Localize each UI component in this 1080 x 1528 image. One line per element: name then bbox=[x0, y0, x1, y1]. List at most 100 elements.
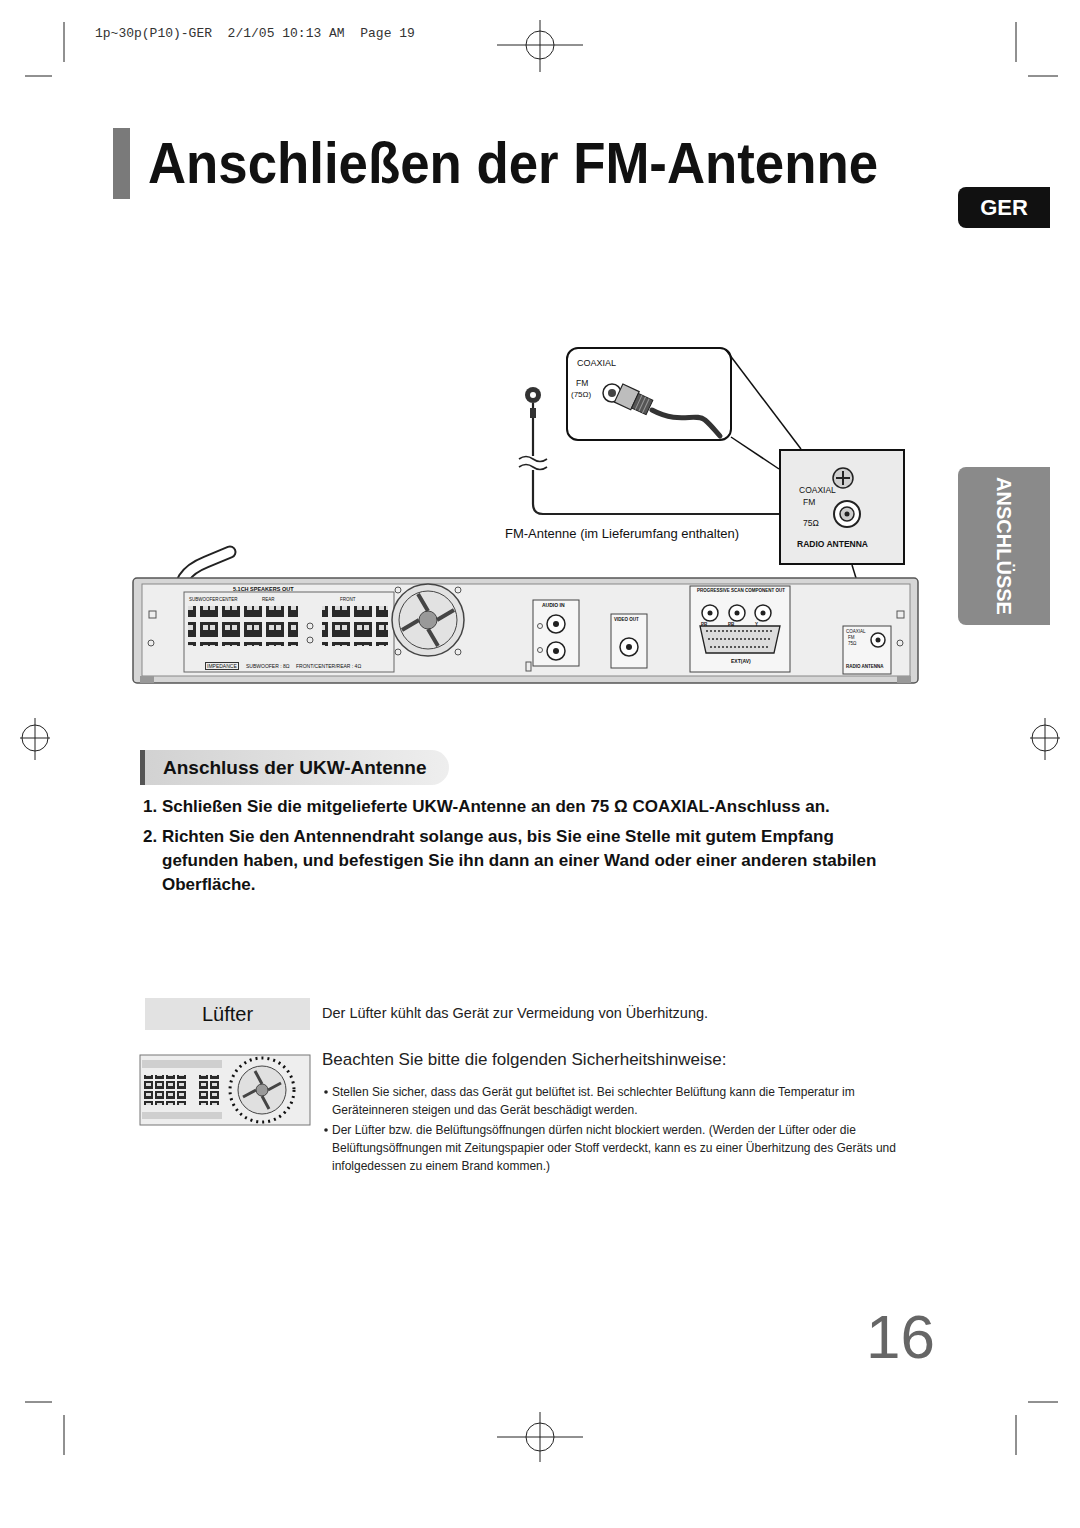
bullet-dot bbox=[324, 1090, 328, 1094]
rear-panel bbox=[538, 648, 543, 653]
rear-panel bbox=[142, 584, 910, 676]
callout-background bbox=[840, 507, 854, 521]
callout-background bbox=[833, 468, 853, 488]
panel-label: PROGRESSIVE SCAN COMPONENT OUT bbox=[697, 588, 785, 593]
rear-panel bbox=[399, 591, 457, 649]
panel-label: RADIO ANTENNA bbox=[846, 664, 884, 669]
crop-mark bbox=[1028, 1402, 1058, 1403]
panel-label: AUDIO IN bbox=[542, 602, 565, 608]
callout-box-text: 75Ω bbox=[803, 518, 819, 528]
panel-label: SUBWOOFER bbox=[189, 597, 219, 602]
rear-panel bbox=[761, 611, 766, 616]
fan-thumbnail bbox=[256, 1084, 268, 1096]
rear-panel bbox=[140, 676, 154, 683]
panel-label: EXT(AV) bbox=[731, 658, 751, 664]
fm-antenna-wire bbox=[530, 392, 536, 398]
panel-label: FRONT bbox=[340, 597, 356, 602]
rear-panel bbox=[897, 611, 904, 618]
rear-panel bbox=[620, 638, 638, 656]
fan-thumbnail bbox=[243, 1071, 281, 1109]
note-text: Der Lüfter kühlt das Gerät zur Vermeidun… bbox=[322, 1005, 708, 1022]
panel-label: FRONT/CENTER/REAR : 4Ω bbox=[296, 663, 361, 669]
language-tab-text: GER bbox=[980, 195, 1028, 221]
panel-label: PB bbox=[728, 622, 734, 627]
fan-thumbnail bbox=[198, 1075, 220, 1105]
rear-panel bbox=[402, 594, 454, 646]
panel-label: PR bbox=[701, 622, 707, 627]
rear-panel bbox=[706, 631, 774, 647]
step-text: 2. Richten Sie den Antennendraht solange… bbox=[143, 825, 908, 897]
fm-antenna-wire bbox=[530, 408, 536, 418]
panel-label: 5.1CH SPEAKERS OUT bbox=[233, 586, 294, 593]
fm-plug-closeup bbox=[603, 384, 720, 436]
panel-label: VIDEO OUT bbox=[614, 617, 639, 622]
fan-thumbnail bbox=[142, 1112, 222, 1119]
rear-panel bbox=[184, 592, 394, 672]
panel-label: REAR bbox=[262, 597, 275, 602]
crop-mark bbox=[35, 718, 36, 760]
panel-label: SUBWOOFER : 8Ω bbox=[246, 663, 289, 669]
crop-mark bbox=[1045, 718, 1046, 760]
heading-box-text: Lüfter bbox=[202, 1002, 253, 1026]
callout-background bbox=[779, 449, 905, 565]
crop-mark bbox=[20, 20, 1060, 1462]
fm-antenna-wire bbox=[519, 465, 547, 470]
rear-panel bbox=[702, 605, 718, 621]
rear-panel bbox=[533, 600, 579, 666]
callout-box-text: FM bbox=[803, 497, 815, 507]
rear-panel bbox=[526, 662, 531, 671]
heading-box: Lüfter bbox=[145, 998, 310, 1030]
rear-panel bbox=[322, 606, 388, 646]
crop-mark bbox=[1028, 76, 1058, 77]
rear-panel bbox=[876, 638, 881, 643]
callout-background bbox=[779, 449, 905, 565]
rear-panel bbox=[149, 611, 156, 618]
rear-panel bbox=[538, 624, 543, 629]
rear-panel bbox=[611, 614, 647, 668]
note-heading: Beachten Sie bitte die folgenden Sicherh… bbox=[322, 1050, 727, 1070]
rear-panel bbox=[897, 640, 903, 646]
fm-plug-closeup bbox=[652, 410, 720, 436]
page-number: 16 bbox=[866, 1300, 935, 1374]
bullet-dot bbox=[324, 1128, 328, 1132]
panel-label: Y bbox=[755, 622, 758, 627]
callout-box-text: RADIO ANTENNA bbox=[797, 539, 868, 549]
callout-background bbox=[834, 501, 860, 527]
bullet-text: Stellen Sie sicher, dass das Gerät gut b… bbox=[332, 1083, 922, 1119]
rear-panel bbox=[188, 606, 298, 646]
rear-panel bbox=[897, 676, 911, 683]
rear-panel bbox=[455, 587, 461, 593]
language-tab: GER bbox=[958, 187, 1050, 228]
rear-panel bbox=[843, 626, 891, 674]
step-text: 1. Schließen Sie die mitgelieferte UKW-A… bbox=[143, 795, 908, 819]
fm-antenna-wire bbox=[519, 457, 547, 462]
print-slug: 1p~30p(P10)-GER 2/1/05 10:13 AM Page 19 bbox=[95, 26, 415, 42]
rear-panel bbox=[708, 611, 713, 616]
rear-panel bbox=[133, 578, 918, 683]
crop-mark bbox=[64, 22, 65, 62]
crop-mark bbox=[25, 76, 52, 77]
closeup-box-text: FM bbox=[576, 378, 588, 388]
crop-mark bbox=[540, 20, 541, 72]
bullet-text: Der Lüfter bzw. die Belüftungsöffnungen … bbox=[332, 1121, 922, 1175]
fm-antenna-wire bbox=[532, 418, 534, 456]
page-title: Anschließen der FM-Antenne bbox=[148, 130, 878, 196]
fm-plug-closeup bbox=[642, 398, 649, 413]
callout-background bbox=[842, 471, 844, 485]
callout-box: COAXIALFM75ΩRADIO ANTENNA bbox=[779, 449, 905, 565]
crop-mark bbox=[540, 1412, 541, 1462]
closeup-box-text: COAXIAL bbox=[577, 358, 616, 369]
fan-thumbnail bbox=[140, 1055, 310, 1125]
fm-plug-closeup bbox=[614, 384, 653, 416]
rear-panel bbox=[455, 649, 461, 655]
section-tab-text: ANSCHLÜSSE bbox=[992, 477, 1016, 615]
rear-panel bbox=[729, 605, 745, 621]
rear-panel bbox=[392, 584, 464, 656]
crop-mark bbox=[1016, 22, 1017, 62]
crop-mark bbox=[64, 1415, 65, 1455]
rear-panel bbox=[395, 587, 401, 593]
figure-caption: FM-Antenne (im Lieferumfang enthalten) bbox=[505, 526, 739, 542]
closeup-box-text: (75Ω) bbox=[571, 390, 591, 400]
rear-panel bbox=[700, 626, 780, 653]
